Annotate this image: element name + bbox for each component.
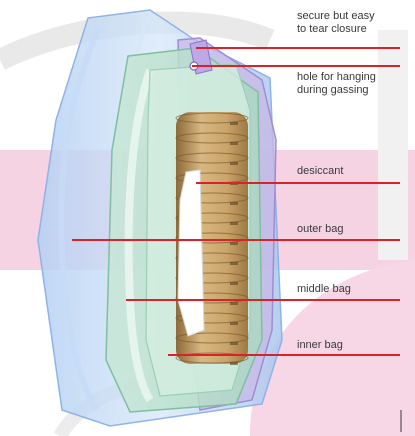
label-desiccant-text: desiccant — [297, 165, 343, 178]
label-closure-line-1: secure but easy — [297, 10, 375, 23]
label-middle-bag: middle bag — [297, 283, 351, 296]
label-hole: hole for hanging during gassing — [297, 71, 376, 97]
label-inner-bag: inner bag — [297, 339, 343, 352]
grey-panel — [378, 30, 408, 260]
plate-label-mark — [230, 342, 238, 345]
plate-label-mark — [230, 222, 238, 225]
label-closure-line-2: to tear closure — [297, 23, 375, 36]
plate-label-mark — [230, 362, 238, 365]
label-outer-bag-text: outer bag — [297, 223, 343, 236]
label-hole-line-2: during gassing — [297, 84, 376, 97]
label-outer-bag: outer bag — [297, 223, 343, 236]
plate-label-mark — [230, 282, 238, 285]
plate-label-mark — [230, 322, 238, 325]
plate-label-mark — [230, 162, 238, 165]
plate-label-mark — [230, 242, 238, 245]
plate-label-mark — [230, 202, 238, 205]
label-desiccant: desiccant — [297, 165, 343, 178]
label-inner-bag-text: inner bag — [297, 339, 343, 352]
plate-label-mark — [230, 142, 238, 145]
label-closure: secure but easy to tear closure — [297, 10, 375, 36]
label-middle-bag-text: middle bag — [297, 283, 351, 296]
plate-label-mark — [230, 122, 238, 125]
desiccant-sachet — [178, 170, 204, 336]
plate-label-mark — [230, 262, 238, 265]
plate-label-mark — [230, 302, 238, 305]
label-hole-line-1: hole for hanging — [297, 71, 376, 84]
